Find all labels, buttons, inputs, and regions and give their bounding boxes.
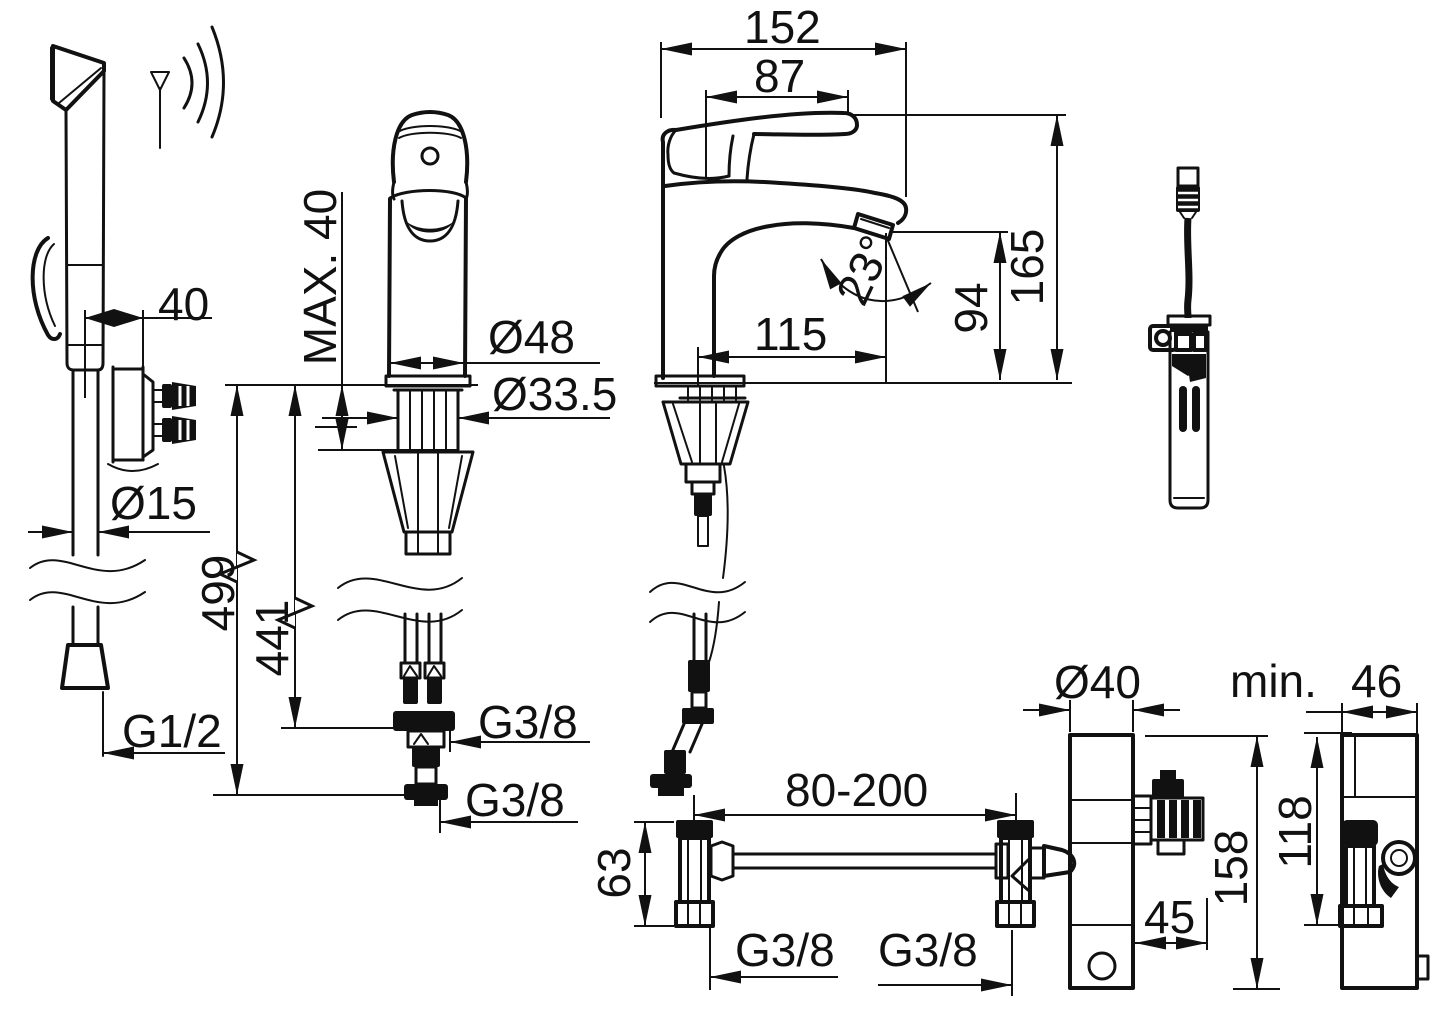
view-battery-unit bbox=[1148, 166, 1212, 510]
dim-spout-reach: 115 bbox=[697, 233, 887, 386]
dim-hose-thread-upper: G3/8 bbox=[449, 696, 590, 752]
dim-box-height: 158 bbox=[1145, 735, 1280, 990]
dim-valve-height: 63 bbox=[588, 821, 674, 927]
dim-total-depth: 152 bbox=[660, 1, 907, 197]
dim-hose-length-long: 499 bbox=[192, 385, 404, 796]
dim-hose-length-short: 441 bbox=[246, 385, 398, 729]
dim-label-box-min-width-prefix: min. bbox=[1230, 655, 1317, 707]
dim-thread-right: G3/8 bbox=[878, 924, 1013, 996]
dim-label-box-side-height: 118 bbox=[1269, 795, 1321, 868]
dim-label-hose-thread-lower: G3/8 bbox=[465, 774, 565, 826]
dim-label-spout-height: 94 bbox=[945, 282, 997, 333]
dim-box-side-height: 118 bbox=[1269, 732, 1352, 926]
dim-label-hose-diameter: Ø15 bbox=[110, 477, 197, 529]
view-inlet-assembly: 80-200 63 G3/8 G3/8 bbox=[588, 764, 1077, 996]
dim-label-spout-reach: 115 bbox=[754, 308, 827, 360]
dim-label-total-height: 165 bbox=[1001, 229, 1053, 306]
dim-label-lever-length: 87 bbox=[754, 50, 805, 102]
dim-box-min-width: min. 46 bbox=[1230, 655, 1418, 733]
dim-thread-left: G3/8 bbox=[709, 924, 838, 990]
dim-bracket-offset: 40 bbox=[84, 278, 212, 398]
hose-barb-upper bbox=[152, 382, 196, 410]
dim-hose-diameter: Ø15 bbox=[28, 477, 210, 539]
dim-label-valve-height: 63 bbox=[588, 847, 640, 898]
dim-label-thread-right: G3/8 bbox=[878, 924, 978, 976]
dim-spout-height: 94 bbox=[890, 231, 1008, 380]
dim-aerator-angle: 23° bbox=[820, 227, 932, 313]
dim-label-bracket-offset: 40 bbox=[158, 278, 209, 330]
dim-label-shank-diameter: Ø33.5 bbox=[492, 368, 617, 420]
dim-total-height: 165 bbox=[850, 114, 1066, 380]
hose-barb-lower bbox=[152, 416, 196, 444]
view-control-box-side: min. 46 118 bbox=[1230, 655, 1430, 990]
flow-direction-icon bbox=[1010, 858, 1030, 892]
cable-taper bbox=[1179, 211, 1197, 219]
dim-lever-length: 87 bbox=[705, 50, 849, 177]
dim-label-max-deck-thickness: MAX. 40 bbox=[294, 189, 346, 365]
dim-body-diameter: Ø48 bbox=[390, 311, 600, 370]
dim-label-hose-length-short: 441 bbox=[246, 600, 298, 677]
dim-label-box-min-width-value: 46 bbox=[1351, 655, 1402, 707]
dim-hose-thread-lower: G3/8 bbox=[439, 774, 578, 833]
dim-shank-diameter: Ø33.5 bbox=[322, 368, 617, 425]
dim-label-total-depth: 152 bbox=[744, 1, 821, 53]
dim-max-deck-thickness: MAX. 40 bbox=[294, 189, 404, 451]
view-mixer-front: MAX. 40 Ø48 Ø33.5 499 441 bbox=[192, 110, 617, 833]
dim-box-diameter: Ø40 bbox=[1023, 656, 1180, 732]
dim-label-box-height: 158 bbox=[1205, 830, 1257, 907]
connector-cable bbox=[1184, 217, 1193, 319]
dim-label-valve-offset: 45 bbox=[1144, 891, 1195, 943]
view-mixer-side: 152 87 165 94 115 23° bbox=[649, 1, 1072, 796]
dim-label-hose-length-long: 499 bbox=[192, 555, 244, 632]
dim-valve-offset: 45 bbox=[1135, 891, 1208, 950]
dim-label-thread-left: G3/8 bbox=[735, 924, 835, 976]
wireless-signal-icon bbox=[150, 25, 225, 149]
dim-adjustable-span: 80-200 bbox=[693, 764, 1017, 822]
dim-label-box-diameter: Ø40 bbox=[1054, 656, 1141, 708]
view-control-box-front: Ø40 158 45 bbox=[1023, 656, 1280, 990]
dim-label-body-diameter: Ø48 bbox=[488, 311, 575, 363]
dim-hose-thread: G1/2 bbox=[103, 705, 225, 760]
view-hand-shower: 40 Ø15 G1/2 bbox=[28, 25, 225, 760]
dim-label-hose-thread: G1/2 bbox=[122, 705, 222, 757]
dim-label-hose-thread-upper: G3/8 bbox=[478, 696, 578, 748]
dim-label-adjustable-span: 80-200 bbox=[785, 764, 928, 816]
